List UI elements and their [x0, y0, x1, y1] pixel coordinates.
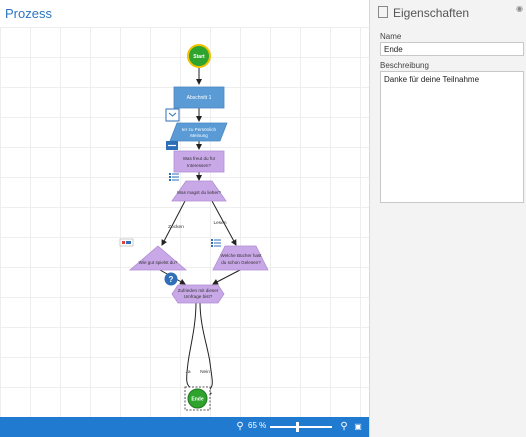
list-icon: [169, 173, 179, 181]
section-node[interactable]: Abschnitt 1: [173, 86, 225, 109]
text-entry-icon: [166, 141, 178, 150]
help-icon[interactable]: ?: [164, 272, 178, 286]
collapse-icon[interactable]: [165, 108, 180, 122]
zoom-slider-thumb[interactable]: [296, 422, 299, 432]
branch-label-reading: Lesen: [213, 220, 226, 226]
description-label: Beschreibung: [380, 61, 429, 70]
skill-question-node[interactable]: Wie gut spielst du?: [128, 245, 188, 271]
properties-title: Eigenschaften: [393, 6, 470, 20]
preference-decision-node[interactable]: Was magst du lieber?: [171, 180, 227, 202]
books-label-2: du schon Gelesen?: [221, 260, 261, 265]
books-label-1: Welche Bücher hast: [220, 253, 262, 258]
rating-icon: [119, 238, 134, 247]
process-panel: Prozess: [0, 6, 369, 437]
panel-title: Prozess: [5, 6, 52, 21]
opinion-label-2: Meinung: [190, 133, 208, 138]
document-icon: [378, 6, 388, 18]
status-bar: ⚲ 65 % ⚲ ▣: [0, 417, 369, 437]
connectors: [159, 68, 241, 398]
flow-canvas[interactable]: Start Abschnitt 1 ter zu Persönlich Mein…: [0, 27, 369, 417]
zoom-slider-track[interactable]: [270, 426, 332, 428]
section-label: Abschnitt 1: [187, 95, 212, 101]
properties-panel: Eigenschaften ◉ Name Ende Beschreibung D…: [370, 0, 526, 437]
description-field[interactable]: Danke für deine Teilnahme: [380, 71, 524, 203]
start-node[interactable]: Start: [187, 44, 211, 68]
preference-label: Was magst du lieber?: [177, 190, 222, 195]
opinion-node[interactable]: ter zu Persönlich Meinung: [169, 122, 228, 142]
end-node[interactable]: Ende: [184, 386, 211, 411]
interests-node[interactable]: Was freut du für Interessen?: [173, 150, 225, 173]
satisfaction-label-2: Umfrage bist?: [184, 294, 213, 299]
books-question-node[interactable]: Welche Bücher hast du schon Gelesen?: [212, 245, 269, 271]
branch-label-gaming: Zocken: [168, 224, 184, 230]
no-label: Nein: [200, 369, 210, 375]
properties-header: Eigenschaften: [378, 6, 469, 20]
satisfaction-node[interactable]: Zufrieden mit dieser Umfrage bist?: [171, 284, 225, 304]
zoom-out-icon[interactable]: ⚲: [236, 421, 244, 432]
zoom-level: 65 %: [248, 421, 267, 430]
panel-splitter[interactable]: [369, 0, 370, 437]
zoom-in-icon[interactable]: ⚲: [340, 421, 348, 432]
name-label: Name: [380, 32, 402, 41]
interests-label-1: Was freut du für: [183, 156, 216, 161]
end-label: Ende: [191, 397, 203, 403]
svg-text:?: ?: [169, 275, 174, 284]
lock-icon[interactable]: ▣: [354, 422, 362, 431]
satisfaction-label-1: Zufrieden mit dieser: [178, 288, 219, 293]
yes-label: Ja: [185, 369, 190, 375]
name-field[interactable]: Ende: [380, 42, 524, 56]
pin-icon[interactable]: ◉: [516, 4, 523, 13]
interests-label-2: Interessen?: [187, 163, 211, 168]
opinion-label-1: ter zu Persönlich: [182, 127, 217, 132]
list-icon-reading: [211, 239, 221, 247]
skill-label: Wie gut spielst du?: [139, 260, 178, 265]
start-label: Start: [193, 54, 205, 60]
